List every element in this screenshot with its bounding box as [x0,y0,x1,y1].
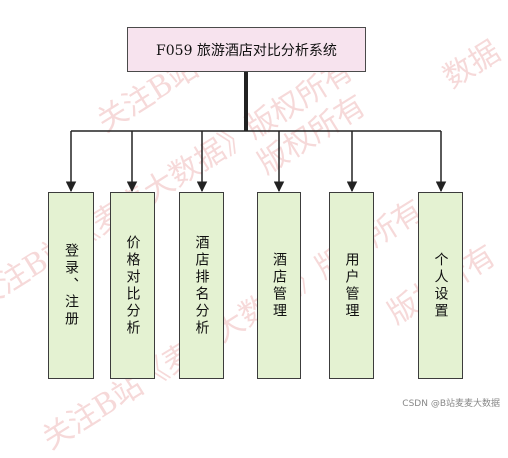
node-label: 个人设置 [432,251,449,320]
node-hotel-ranking: 酒店排名分析 [179,192,224,379]
root-node: F059 旅游酒店对比分析系统 [127,27,366,72]
node-label: 价格对比分析 [124,234,141,337]
node-label: 酒店排名分析 [193,234,210,337]
connector-lines [65,72,447,193]
node-label: 登录、注册 [63,243,79,328]
node-label: 用户管理 [343,251,360,320]
node-hotel-management: 酒店管理 [257,192,301,379]
footer-credit: CSDN @B站麦麦大数据 [402,399,500,409]
node-label: 酒店管理 [271,251,287,320]
node-personal-settings: 个人设置 [418,192,463,379]
node-login-register: 登录、注册 [48,192,94,379]
root-title: F059 旅游酒店对比分析系统 [156,42,337,59]
node-user-management: 用户管理 [329,192,374,379]
node-price-analysis: 价格对比分析 [110,192,155,379]
